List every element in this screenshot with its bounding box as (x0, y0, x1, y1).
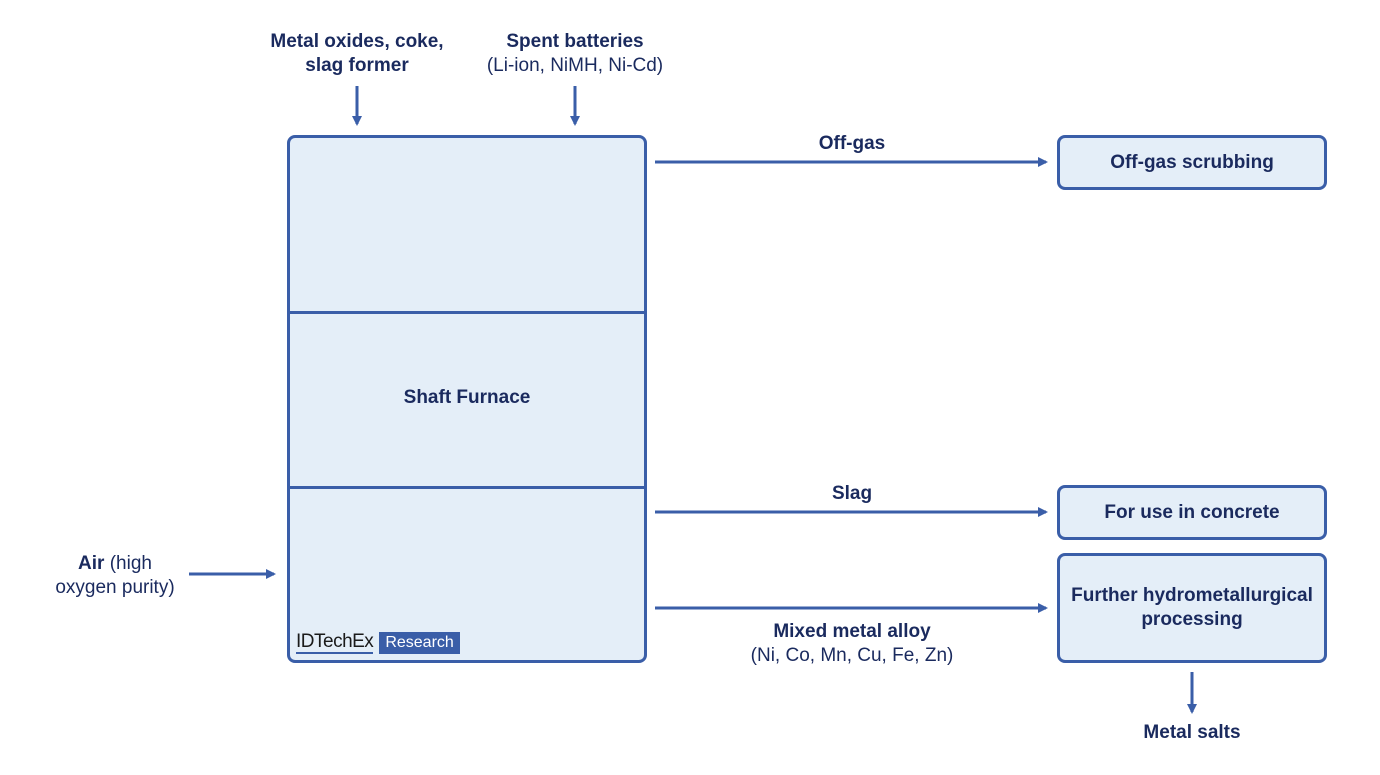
flow-alloy-label: Mixed metal alloy (Ni, Co, Mn, Cu, Fe, Z… (750, 621, 954, 666)
offgas-scrubbing-box: Off-gas scrubbing (1057, 135, 1327, 190)
furnace-divider-lower (290, 486, 644, 489)
flow-offgas-label: Off-gas (818, 133, 886, 154)
logo-main-text: IDTechEx (296, 631, 374, 654)
shaft-furnace: Shaft Furnace (287, 135, 647, 663)
concrete-use-box: For use in concrete (1057, 485, 1327, 540)
input-spent-batteries-label: Spent batteries (Li-ion, NiMH, Ni-Cd) (486, 31, 664, 76)
flow-slag-label: Slag (831, 483, 873, 504)
idtechex-logo: IDTechEx Research (296, 632, 460, 654)
input-metal-oxides-label: Metal oxides, coke, slag former (270, 31, 444, 76)
metal-salts-label: Metal salts (1143, 722, 1241, 743)
furnace-title: Shaft Furnace (403, 387, 531, 408)
hydrometallurgical-box: Further hydrometallurgical processing (1057, 553, 1327, 663)
logo-tag-text: Research (379, 632, 460, 654)
furnace-divider-upper (290, 311, 644, 314)
input-air-label: Air (high oxygen purity) (55, 553, 175, 598)
